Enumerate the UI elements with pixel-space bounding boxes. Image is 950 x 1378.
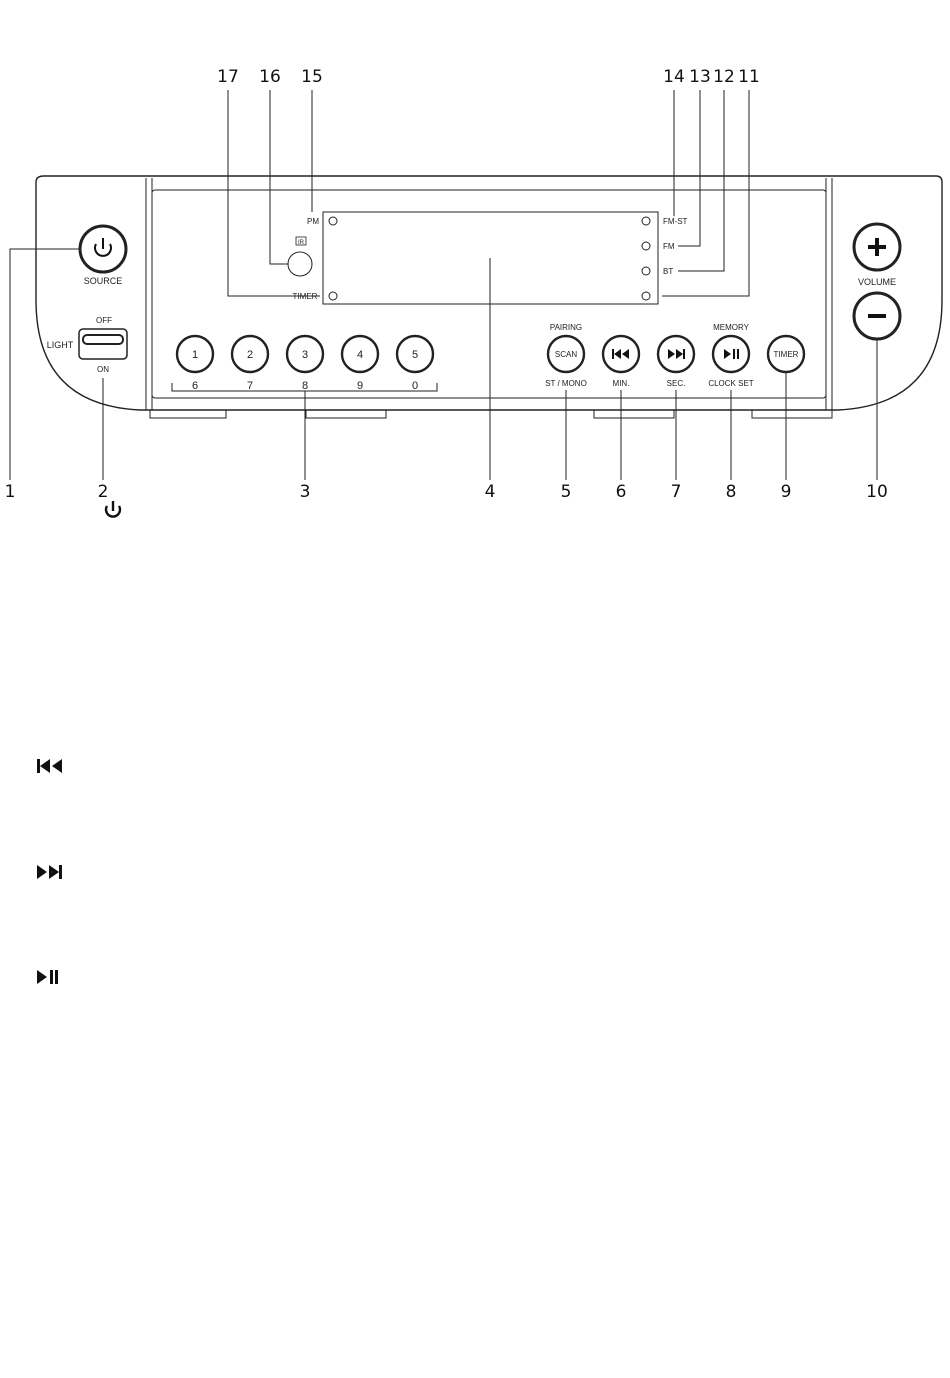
memory-label: MEMORY — [713, 323, 750, 332]
light-off-label: OFF — [96, 316, 112, 325]
preset-button-3[interactable]: 3 — [287, 336, 323, 372]
preset-button-4[interactable]: 4 — [342, 336, 378, 372]
preset-alt-7: 7 — [247, 380, 253, 392]
sec-label: SEC. — [667, 379, 686, 388]
callout-8: 8 — [726, 482, 737, 502]
svg-text:2: 2 — [247, 349, 253, 361]
callout-5: 5 — [561, 482, 572, 502]
pm-label: PM — [307, 217, 319, 226]
callout-10: 10 — [866, 482, 888, 502]
svg-text:4: 4 — [357, 349, 363, 361]
source-label: SOURCE — [84, 276, 123, 286]
ir-sensor: IR — [288, 237, 312, 276]
light-switch[interactable] — [79, 329, 127, 359]
svg-text:TIMER: TIMER — [774, 350, 799, 359]
svg-text:3: 3 — [302, 349, 308, 361]
legend-play-pause-icon — [37, 970, 58, 984]
minus-icon — [868, 314, 886, 318]
previous-button[interactable] — [603, 336, 639, 372]
preset-button-1[interactable]: 1 — [177, 336, 213, 372]
preset-alt-6: 6 — [192, 380, 198, 392]
svg-text:SCAN: SCAN — [555, 350, 577, 359]
legend-next-icon — [37, 865, 62, 879]
preset-button-5[interactable]: 5 — [397, 336, 433, 372]
callout-1: 1 — [5, 482, 16, 502]
volume-up-button[interactable] — [854, 224, 900, 270]
min-label: MIN. — [613, 379, 630, 388]
bt-label: BT — [663, 267, 673, 276]
fm-label: FM — [663, 242, 675, 251]
light-label: LIGHT — [47, 340, 74, 350]
callout-12: 12 — [713, 67, 735, 87]
timer-button[interactable]: TIMER — [768, 336, 804, 372]
legend-previous-icon — [37, 759, 62, 773]
next-button[interactable] — [658, 336, 694, 372]
volume-label: VOLUME — [858, 277, 896, 287]
clock-set-label: CLOCK SET — [708, 379, 753, 388]
volume-down-button[interactable] — [854, 293, 900, 339]
bottom-callouts: 1 2 3 4 5 6 7 8 9 10 — [5, 482, 888, 502]
preset-alt-9: 9 — [357, 380, 363, 392]
fmst-label: FM-ST — [663, 217, 688, 226]
play-pause-button[interactable] — [713, 336, 749, 372]
preset-button-2[interactable]: 2 — [232, 336, 268, 372]
callout-3: 3 — [300, 482, 311, 502]
callout-11: 11 — [738, 67, 760, 87]
svg-text:5: 5 — [412, 349, 418, 361]
callout-6: 6 — [616, 482, 627, 502]
light-on-label: ON — [97, 365, 109, 374]
pairing-label: PAIRING — [550, 323, 582, 332]
callout-16: 16 — [259, 67, 281, 87]
st-mono-label: ST / MONO — [545, 379, 587, 388]
callout-4: 4 — [485, 482, 496, 502]
callout-7: 7 — [671, 482, 682, 502]
standby-power-icon — [106, 501, 120, 517]
callout-13: 13 — [689, 67, 711, 87]
preset-alt-0: 0 — [412, 380, 418, 392]
top-callouts: 17 16 15 14 13 12 11 — [217, 67, 760, 87]
preset-buttons: 1 2 3 4 5 6 7 8 9 0 — [172, 336, 437, 392]
preset-alt-8: 8 — [302, 380, 308, 392]
callout-17: 17 — [217, 67, 239, 87]
callout-14: 14 — [663, 67, 685, 87]
callout-2: 2 — [98, 482, 109, 502]
source-power-button[interactable] — [80, 226, 126, 272]
callout-9: 9 — [781, 482, 792, 502]
scan-button[interactable]: SCAN — [548, 336, 584, 372]
ir-label: IR — [298, 240, 305, 246]
svg-text:1: 1 — [192, 349, 198, 361]
callout-15: 15 — [301, 67, 323, 87]
